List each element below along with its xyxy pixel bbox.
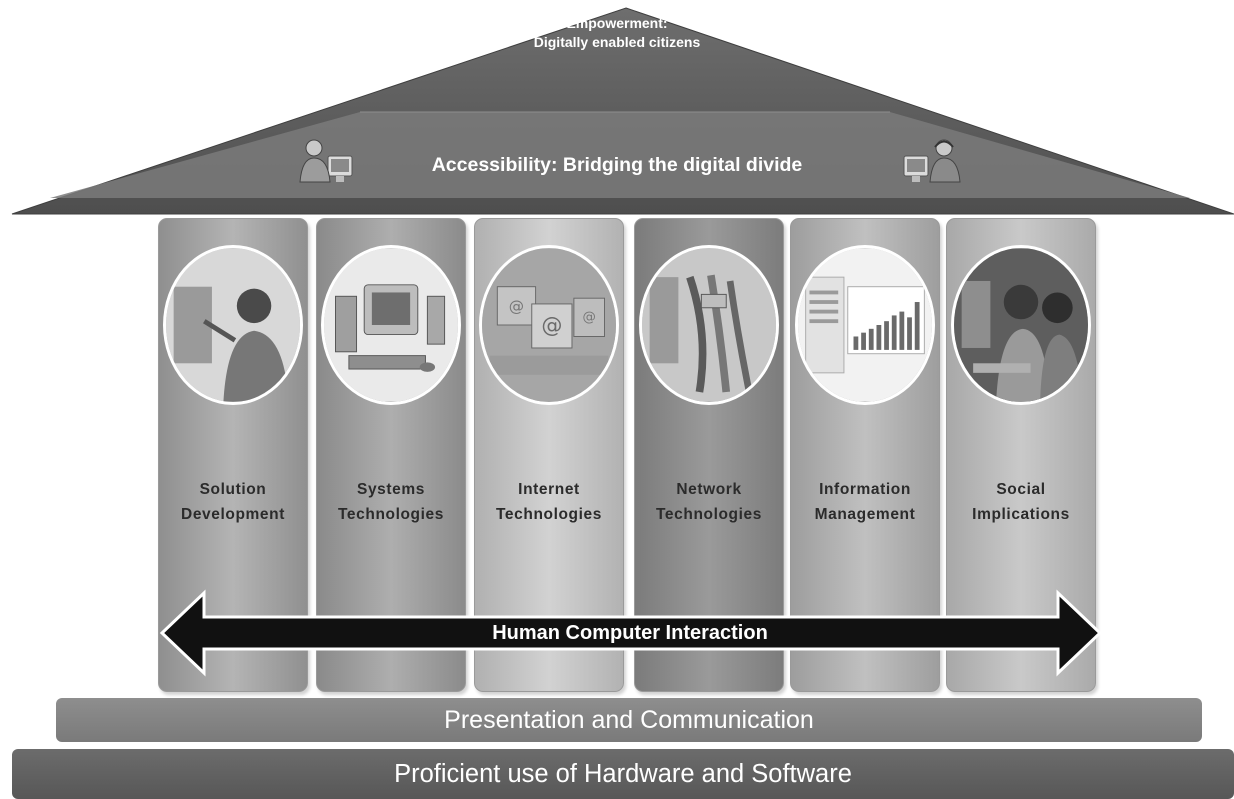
roof-title-line1: Empowerment:: [566, 15, 668, 31]
internet-computers-photo: @ @ @: [479, 245, 619, 405]
pillar-label: Information Management: [814, 481, 916, 523]
pillar-label: Systems Technologies: [338, 481, 444, 523]
roof: [11, 7, 1234, 215]
people-at-computer-photo: [951, 245, 1091, 405]
roof-title-line2: Digitally enabled citizens: [533, 34, 701, 50]
svg-text:@: @: [541, 313, 562, 338]
svg-text:@: @: [509, 298, 524, 316]
computer-user-icon: [299, 139, 353, 183]
woman-at-screen-photo: [163, 245, 303, 405]
foundation-upper: Presentation and Communication: [56, 698, 1202, 742]
computer-hardware-photo: [321, 245, 461, 405]
arrow-label: Human Computer Interaction: [492, 622, 768, 644]
data-dashboard-photo: [795, 245, 935, 405]
pillar-label: Network Technologies: [656, 481, 762, 523]
accessibility-label: Accessibility: Bridging the digital divi…: [431, 154, 803, 176]
pillar-label: Solution Development: [181, 481, 285, 523]
pillar-label: Social Implications: [972, 481, 1070, 523]
foundation-lower: Proficient use of Hardware and Software: [12, 749, 1234, 799]
roof-title: Empowerment: Digitally enabled citizens: [0, 14, 1234, 52]
pillar-label: Internet Technologies: [496, 481, 602, 523]
headset-user-icon: [903, 139, 961, 183]
network-cables-photo: [639, 245, 779, 405]
svg-text:@: @: [583, 310, 596, 325]
